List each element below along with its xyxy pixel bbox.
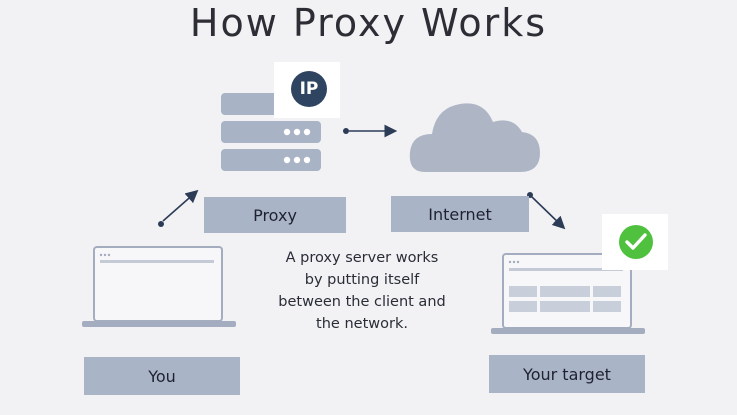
laptop-icon [82,246,236,327]
you-label: You [84,357,240,395]
ip-badge-label: IP [299,79,319,99]
target-label: Your target [489,355,645,393]
description-line: between the client and [278,294,446,310]
cloud-icon [409,103,540,172]
page-title: How Proxy Works [189,1,548,45]
internet-label: Internet [391,196,529,232]
arrow-icon [158,189,199,227]
description-text: A proxy server works by putting itself b… [262,247,462,335]
laptop-icon [491,253,645,334]
checkmark-icon [602,214,668,270]
arrow-icon [343,124,398,138]
arrow-icon [527,192,566,230]
description-line: by putting itself [304,272,420,288]
proxy-label: Proxy [204,197,346,233]
description-line: A proxy server works [285,250,439,266]
description-line: the network. [316,316,408,332]
ip-badge-icon [274,62,340,118]
